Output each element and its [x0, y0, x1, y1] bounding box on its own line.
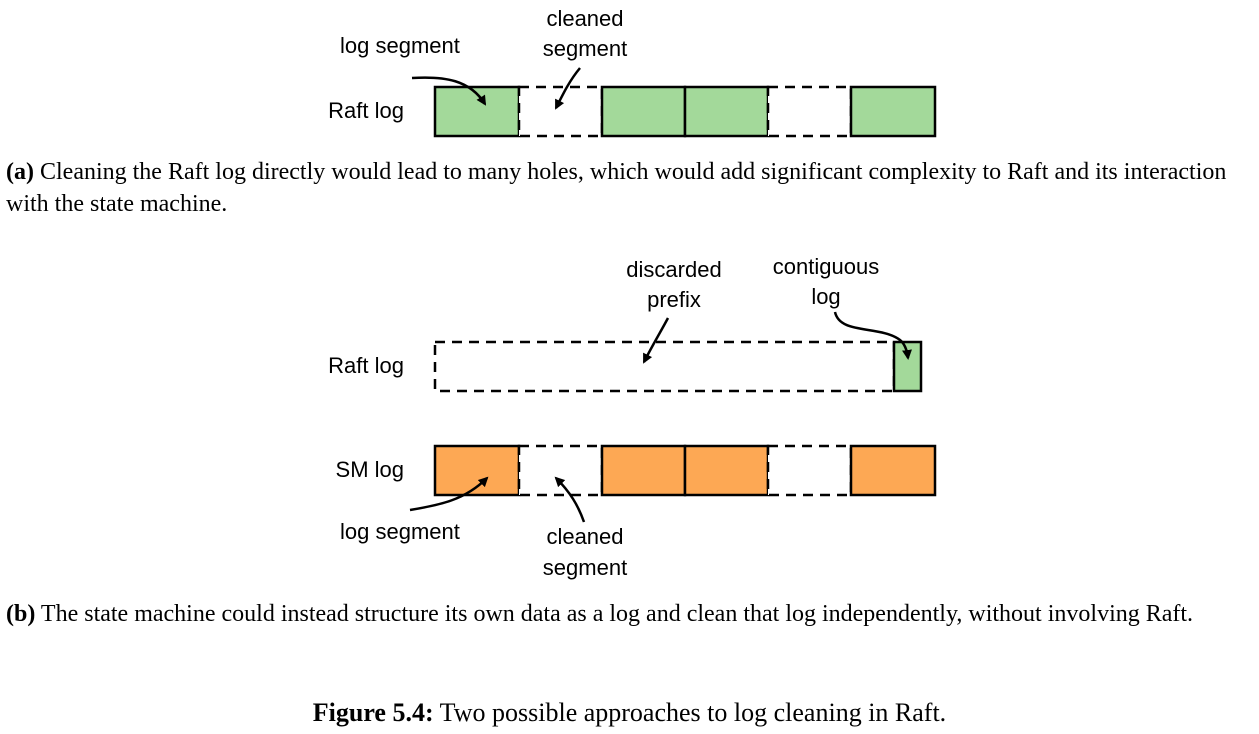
contiguous-log-segment [892, 340, 923, 393]
sm-hole-2 [766, 444, 853, 497]
label-discarded-1: discarded [626, 257, 721, 282]
label-contiguous-1: contiguous [773, 254, 879, 279]
caption-a-tag: (a) [6, 159, 34, 185]
segment-a-2 [600, 85, 687, 138]
sm-segment-2 [600, 444, 687, 497]
segment-a-4 [849, 85, 937, 138]
label-log-segment-b: log segment [340, 519, 460, 544]
arrow-contiguous [833, 311, 912, 360]
sm-segment-3 [683, 444, 770, 497]
label-discarded-2: prefix [647, 287, 701, 312]
row-label-raft-log-b: Raft log [328, 353, 404, 378]
arrow-cleaned-a [554, 67, 581, 110]
segment-a-3 [683, 85, 770, 138]
label-cleaned-a-2: segment [543, 36, 627, 61]
discarded-prefix-box [433, 340, 896, 393]
sm-hole-1 [517, 444, 604, 497]
caption-a: (a) Cleaning the Raft log directly would… [6, 156, 1256, 220]
panel-a: log segment cleaned segment Raft log [328, 6, 937, 138]
hole-a-2 [766, 85, 853, 138]
caption-b-text: The state machine could instead structur… [35, 601, 1194, 627]
caption-b-tag: (b) [6, 601, 36, 627]
label-cleaned-b-1: cleaned [546, 524, 623, 549]
row-label-raft-log-a: Raft log [328, 98, 404, 123]
arrow-log-segment-a [411, 76, 487, 106]
caption-b: (b) The state machine could instead stru… [6, 598, 1256, 630]
row-label-sm-log: SM log [336, 457, 404, 482]
arrow-cleaned-b [554, 476, 586, 523]
caption-a-text: Cleaning the Raft log directly would lea… [6, 159, 1227, 217]
arrow-discarded [642, 317, 670, 364]
sm-segment-1 [433, 444, 521, 497]
figure-caption-text: Two possible approaches to log cleaning … [433, 698, 947, 727]
hole-a-1 [517, 85, 604, 138]
label-cleaned-a-1: cleaned [546, 6, 623, 31]
label-cleaned-b-2: segment [543, 555, 627, 580]
figure-number: Figure 5.4: [312, 698, 434, 727]
sm-segment-4 [849, 444, 937, 497]
figure-caption: Figure 5.4: Two possible approaches to l… [0, 698, 1259, 728]
panel-b: discarded prefix contiguous log Raft log… [328, 254, 937, 580]
label-contiguous-2: log [811, 284, 840, 309]
arrow-log-segment-b [409, 476, 489, 512]
label-log-segment-a: log segment [340, 33, 460, 58]
